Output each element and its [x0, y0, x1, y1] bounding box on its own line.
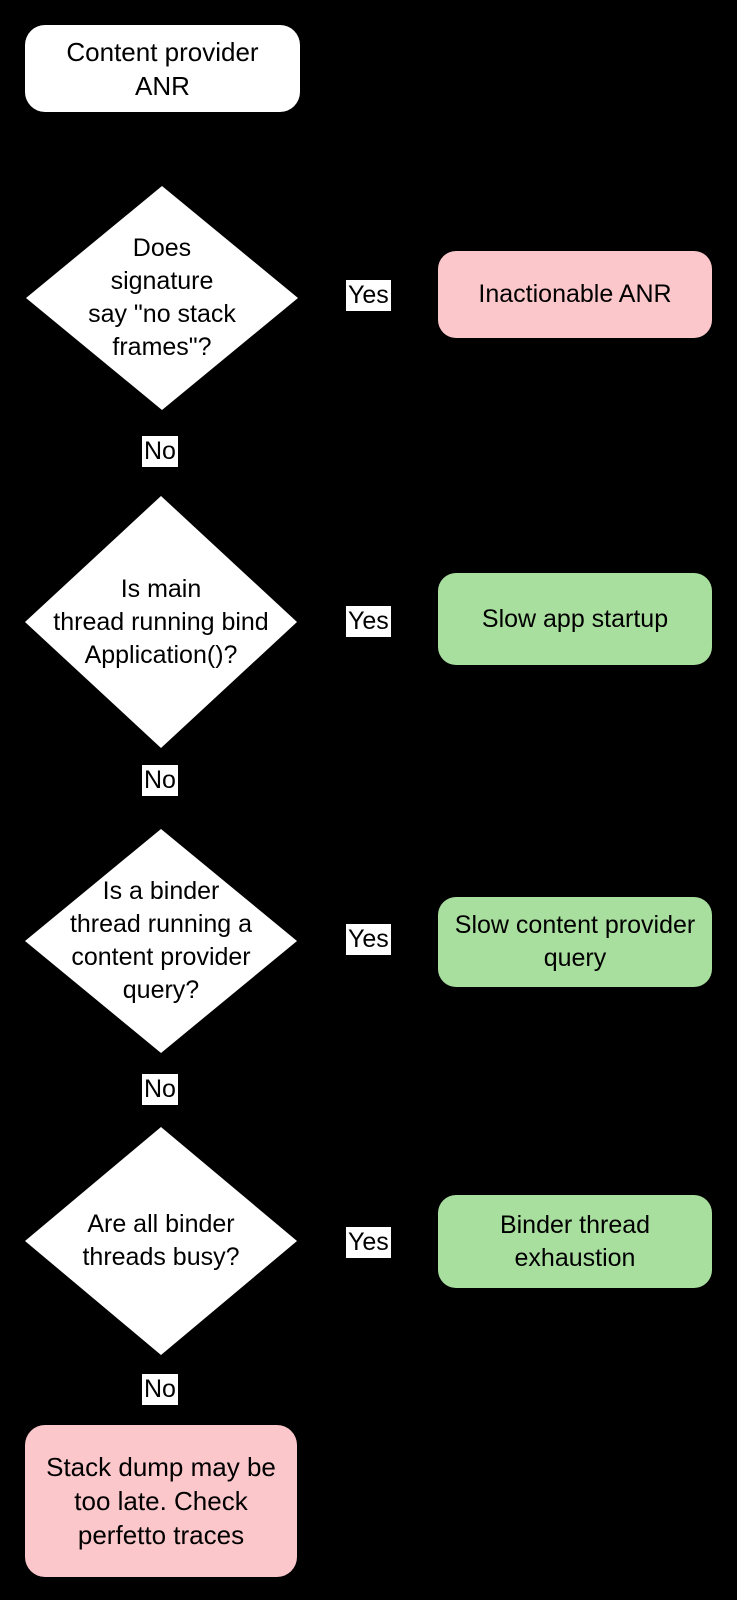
node-q-binder-busy: Are all binder threads busy? [25, 1127, 297, 1355]
node-result-slow-cp-query-label: Slow content provider query [454, 911, 696, 972]
edge-label-no-4: No [142, 1374, 178, 1405]
node-start: Content provider ANR [25, 25, 300, 112]
node-q-binder-busy-label: Are all binder threads busy? [82, 1210, 240, 1271]
edge-label-yes-3: Yes [346, 924, 391, 955]
node-result-binder-exhaustion: Binder thread exhaustion [438, 1195, 712, 1288]
edge-label-yes-2: Yes [346, 606, 391, 637]
node-q-binder-query: Is a binder thread running a content pro… [25, 829, 297, 1053]
node-result-slow-cp-query: Slow content provider query [438, 897, 712, 987]
node-end-stack-dump: Stack dump may be too late. Check perfet… [25, 1425, 297, 1577]
node-result-inactionable-anr-label: Inactionable ANR [478, 280, 672, 308]
edge-label-yes-1: Yes [346, 280, 391, 311]
node-q-signature: Does signature say "no stack frames"? [26, 186, 298, 410]
node-result-slow-app-startup: Slow app startup [438, 573, 712, 665]
edge-label-no-2: No [142, 765, 178, 796]
node-q-main-thread-label: Is main thread running bind Application(… [53, 574, 269, 669]
node-result-inactionable-anr: Inactionable ANR [438, 251, 712, 338]
node-q-signature-label: Does signature say "no stack frames"? [88, 234, 236, 361]
edge-label-no-3: No [142, 1074, 178, 1105]
node-q-main-thread: Is main thread running bind Application(… [25, 496, 297, 748]
node-start-label: Content provider ANR [66, 36, 259, 101]
node-result-slow-app-startup-label: Slow app startup [481, 604, 669, 633]
node-end-stack-dump-label: Stack dump may be too late. Check perfet… [46, 1452, 276, 1550]
edge-label-no-1: No [142, 436, 178, 467]
node-result-binder-exhaustion-label: Binder thread exhaustion [499, 1210, 651, 1272]
node-q-binder-query-label: Is a binder thread running a content pro… [69, 877, 253, 1004]
edge-label-yes-4: Yes [346, 1227, 391, 1258]
